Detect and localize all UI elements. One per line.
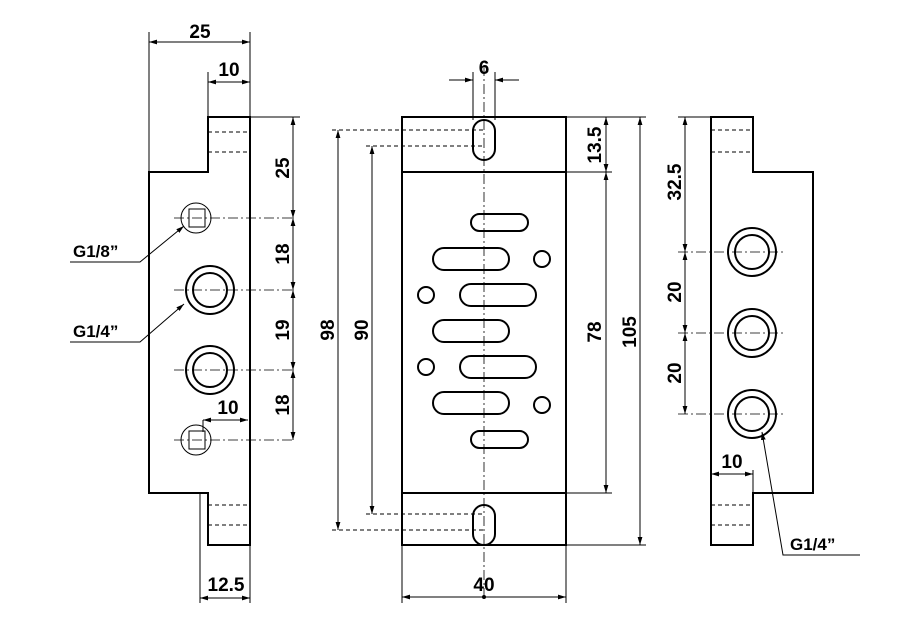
g14-port-lower-icon — [185, 345, 235, 395]
left-side-view: 25 10 25 18 19 18 10 12.5 G1/8” G1/4” — [70, 22, 300, 603]
g14-port-upper-icon — [185, 265, 235, 315]
dim-left-pitch-2: 19 — [273, 319, 294, 340]
g18-port-top-icon — [180, 202, 212, 234]
hole-1-icon — [533, 250, 551, 268]
slot-4-icon — [432, 319, 510, 343]
dim-left-pitch-top: 25 — [273, 157, 294, 179]
dim-mount-98: 98 — [318, 319, 339, 340]
dim-body-78: 78 — [585, 321, 606, 342]
dim-right-pitch-2: 20 — [665, 362, 686, 383]
slot-7-icon — [470, 430, 529, 449]
hole-4-icon — [533, 396, 551, 414]
g14-port-right-1-icon — [727, 227, 777, 277]
g14-port-right-2-icon — [727, 308, 777, 358]
front-view: 6 98 90 13.5 78 105 40 — [318, 58, 646, 603]
dim-left-flange: 10 — [218, 60, 239, 81]
label-port-g14-left: G1/4” — [73, 322, 118, 341]
dim-left-bottom: 12.5 — [208, 575, 245, 596]
slot-2-icon — [432, 247, 510, 271]
dim-right-pitch-1: 20 — [665, 281, 686, 302]
dim-body-40: 40 — [473, 575, 494, 596]
dim-left-width: 25 — [189, 22, 211, 43]
dim-right-top: 32.5 — [665, 163, 686, 200]
dim-left-small-offset: 10 — [217, 398, 238, 419]
right-side-view: 32.5 20 20 10 G1/4” — [665, 116, 860, 556]
label-port-g14-right: G1/4” — [790, 535, 835, 554]
label-port-g18: G1/8” — [73, 242, 118, 261]
dim-slot-width: 6 — [479, 58, 490, 79]
right-body-outline — [710, 116, 814, 546]
slot-5-icon — [459, 355, 537, 379]
dim-left-pitch-3: 18 — [273, 394, 294, 415]
slot-3-icon — [459, 283, 537, 307]
dim-overall-105: 105 — [620, 316, 641, 348]
g18-port-bottom-icon — [180, 424, 212, 456]
left-body-outline — [148, 116, 251, 546]
dim-end-13-5: 13.5 — [585, 126, 606, 163]
slot-1-icon — [470, 213, 529, 232]
dim-right-flange: 10 — [721, 452, 742, 473]
slot-6-icon — [432, 391, 510, 415]
dim-mount-90: 90 — [352, 319, 373, 340]
g14-port-right-3-icon — [727, 389, 777, 439]
dim-left-pitch-1: 18 — [273, 243, 294, 264]
hole-3-icon — [417, 358, 435, 376]
hole-2-icon — [417, 286, 435, 304]
